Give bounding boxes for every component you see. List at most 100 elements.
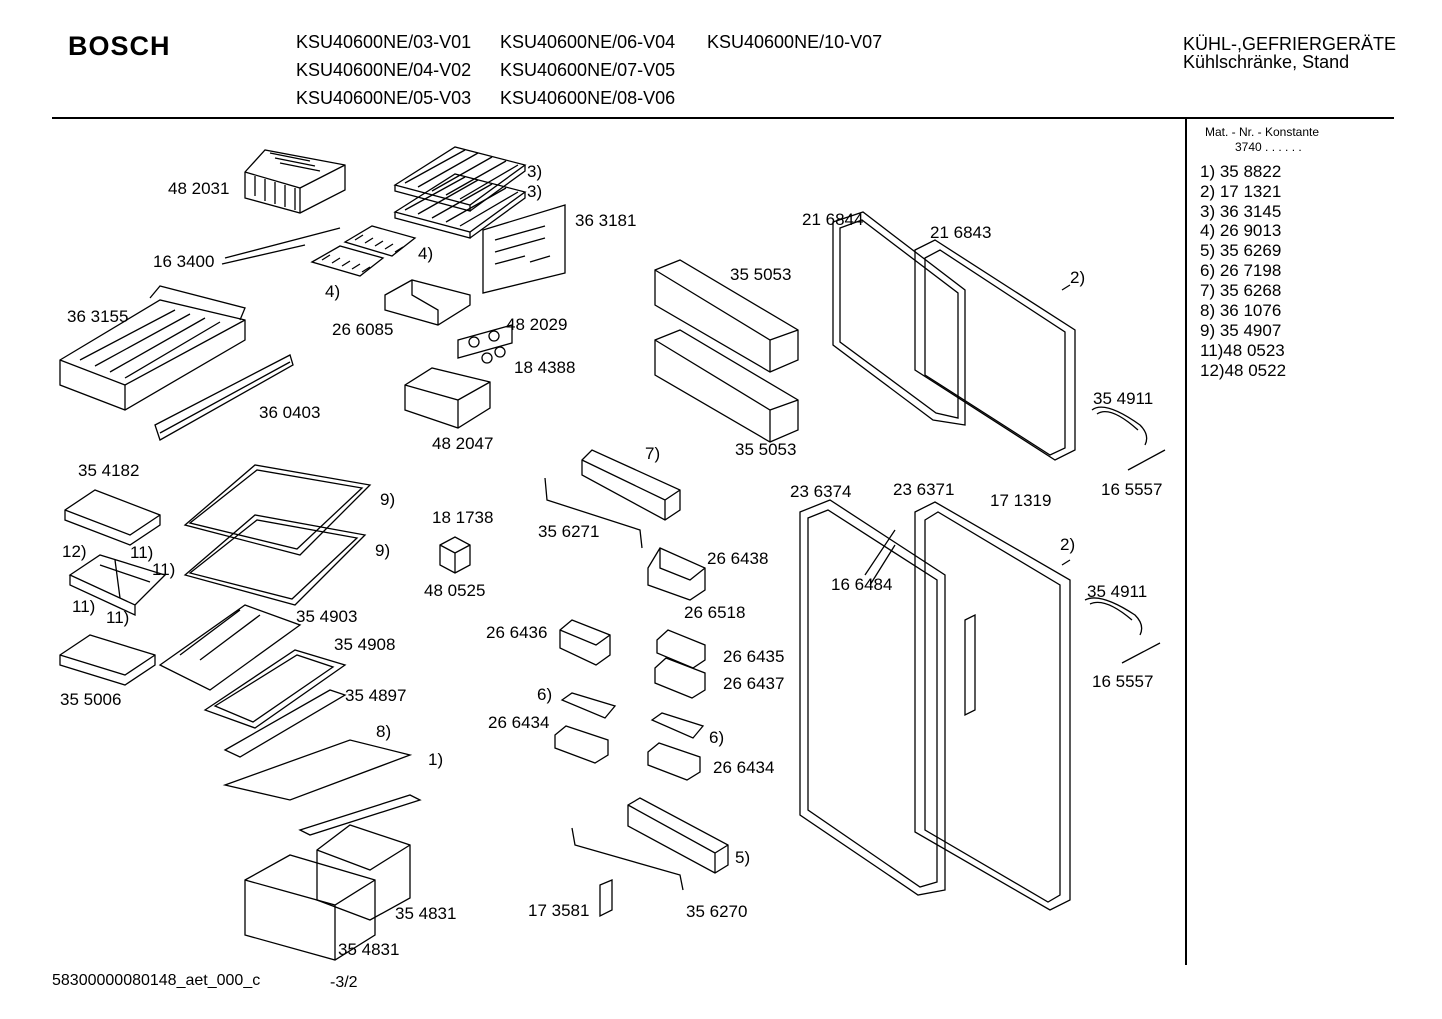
part-number-label: 4) (418, 244, 433, 263)
part-number-label: 48 2029 (506, 315, 567, 334)
part-number-label: 11) (152, 560, 175, 579)
part-number-label: 35 4911 (1087, 582, 1147, 601)
part-number-label: 48 2031 (168, 179, 229, 198)
part-number-label: 2) (1060, 535, 1075, 554)
model-number: KSU40600NE/03-V01 (296, 32, 472, 52)
part-number-label: 35 6270 (686, 902, 747, 921)
small-shelf-drawing (64, 489, 161, 546)
part-number-label: 17 1319 (990, 491, 1051, 510)
part-number-label: 26 6436 (486, 623, 547, 642)
legend-entry: 7) 35 6268 (1200, 281, 1282, 300)
part-drawings (59, 146, 1166, 961)
document-id: 58300000080148_aet_000_c (52, 972, 261, 989)
part-number-label: 35 4911 (1093, 389, 1153, 408)
bottle-rack-drawing (581, 449, 681, 521)
legend-entry: 12)48 0522 (1200, 361, 1287, 380)
glass-shelf-drawing (183, 464, 372, 606)
bracket-drawing (384, 279, 471, 326)
freezer-door-drawing (832, 211, 1148, 461)
part-number-label: 9) (375, 541, 390, 560)
legend-entry: 8) 36 1076 (1200, 301, 1282, 320)
clip-drawing (599, 879, 613, 918)
part-number-label: 36 3155 (67, 307, 128, 326)
part-number-label: 11) (130, 543, 153, 562)
part-number-label: 35 6271 (538, 522, 599, 541)
part-number-label: 26 6435 (723, 647, 784, 666)
vegetable-drawer-cover-drawing (158, 604, 422, 836)
side-panel-divider (1185, 118, 1187, 965)
legend-entry: 2) 17 1321 (1200, 182, 1282, 201)
part-number-label: 23 6371 (893, 480, 954, 499)
part-number-label: 18 1738 (432, 508, 493, 527)
model-number: KSU40600NE/07-V05 (500, 60, 676, 80)
part-number-label: 26 6437 (723, 674, 784, 693)
legend-entry: 6) 26 7198 (1200, 261, 1282, 280)
category-title: KÜHL-,GEFRIERGERÄTE (1183, 34, 1397, 54)
crisper-shelf-drawing (59, 285, 246, 411)
page-number: -3/2 (330, 974, 358, 991)
part-number-label: 11) (72, 597, 95, 616)
part-number-label: 35 5006 (60, 690, 121, 709)
part-number-label: 17 3581 (528, 901, 589, 920)
part-number-label: 7) (645, 444, 660, 463)
part-number-label: 5) (735, 848, 750, 867)
model-number: KSU40600NE/10-V07 (707, 32, 883, 52)
door-box-drawing (554, 619, 729, 874)
part-number-label: 4) (325, 282, 340, 301)
control-knob-drawing (457, 324, 513, 364)
part-number-label: 36 0403 (259, 403, 320, 422)
part-number-label: 21 6844 (802, 210, 863, 229)
trim-strip-drawing (154, 354, 294, 441)
part-number-label: 26 6438 (707, 549, 768, 568)
part-number-label: 3) (527, 182, 542, 201)
divider-drawing (68, 554, 167, 617)
leader-line-drawing (1061, 284, 1166, 664)
mat-number-label: Mat. - Nr. - Konstante (1205, 125, 1320, 139)
mat-number-value: 3740 . . . . . . (1235, 140, 1302, 154)
part-number-label: 8) (376, 722, 391, 741)
ice-tray-drawing (221, 225, 417, 277)
part-number-label: 16 5557 (1092, 672, 1153, 691)
header-divider (52, 117, 1394, 119)
part-number-label: 1) (428, 750, 443, 769)
model-number: KSU40600NE/05-V03 (296, 88, 472, 108)
door-shelf-drawing (654, 259, 799, 443)
part-number-label: 21 6843 (930, 223, 991, 242)
part-number-label: 26 6434 (488, 713, 549, 732)
part-number-label: 35 4903 (296, 607, 357, 626)
part-number-label: 35 5053 (730, 265, 791, 284)
part-number-label: 35 4182 (78, 461, 139, 480)
egg-holder-drawing (647, 547, 706, 601)
part-number-label: 35 4897 (345, 686, 406, 705)
part-number-label: 26 6085 (332, 320, 393, 339)
legend-entry: 1) 35 8822 (1200, 162, 1282, 181)
part-number-label: 16 5557 (1101, 480, 1162, 499)
part-number-label: 48 0525 (424, 581, 485, 600)
part-number-label: 6) (709, 728, 724, 747)
part-number-label: 26 6434 (713, 758, 774, 777)
part-number-label: 35 5053 (735, 440, 796, 459)
freezer-cover-drawing (244, 149, 346, 214)
part-number-label: 3) (527, 162, 542, 181)
legend-entry: 5) 35 6269 (1200, 241, 1282, 260)
fridge-door-drawing (799, 499, 1143, 911)
part-number-label: 36 3181 (575, 211, 636, 230)
part-number-label: 48 2047 (432, 434, 493, 453)
rod-drawing (571, 827, 684, 891)
cube-part-drawing (439, 536, 471, 574)
part-number-label: 11) (106, 608, 129, 627)
part-number-label: 18 4388 (514, 358, 575, 377)
part-number-label: 2) (1070, 268, 1085, 287)
part-number-label: 9) (380, 490, 395, 509)
rod-drawing (544, 477, 643, 549)
legend-entry: 4) 26 9013 (1200, 221, 1282, 240)
part-number-label: 16 6484 (831, 575, 892, 594)
category-subtitle: Kühlschränke, Stand (1183, 52, 1350, 72)
vegetable-drawer-drawing (244, 824, 411, 961)
part-number-label: 6) (537, 685, 552, 704)
legend-entry: 11)48 0523 (1200, 341, 1285, 360)
brand-logo: BOSCH (68, 31, 171, 61)
tray-drawing (59, 634, 156, 686)
